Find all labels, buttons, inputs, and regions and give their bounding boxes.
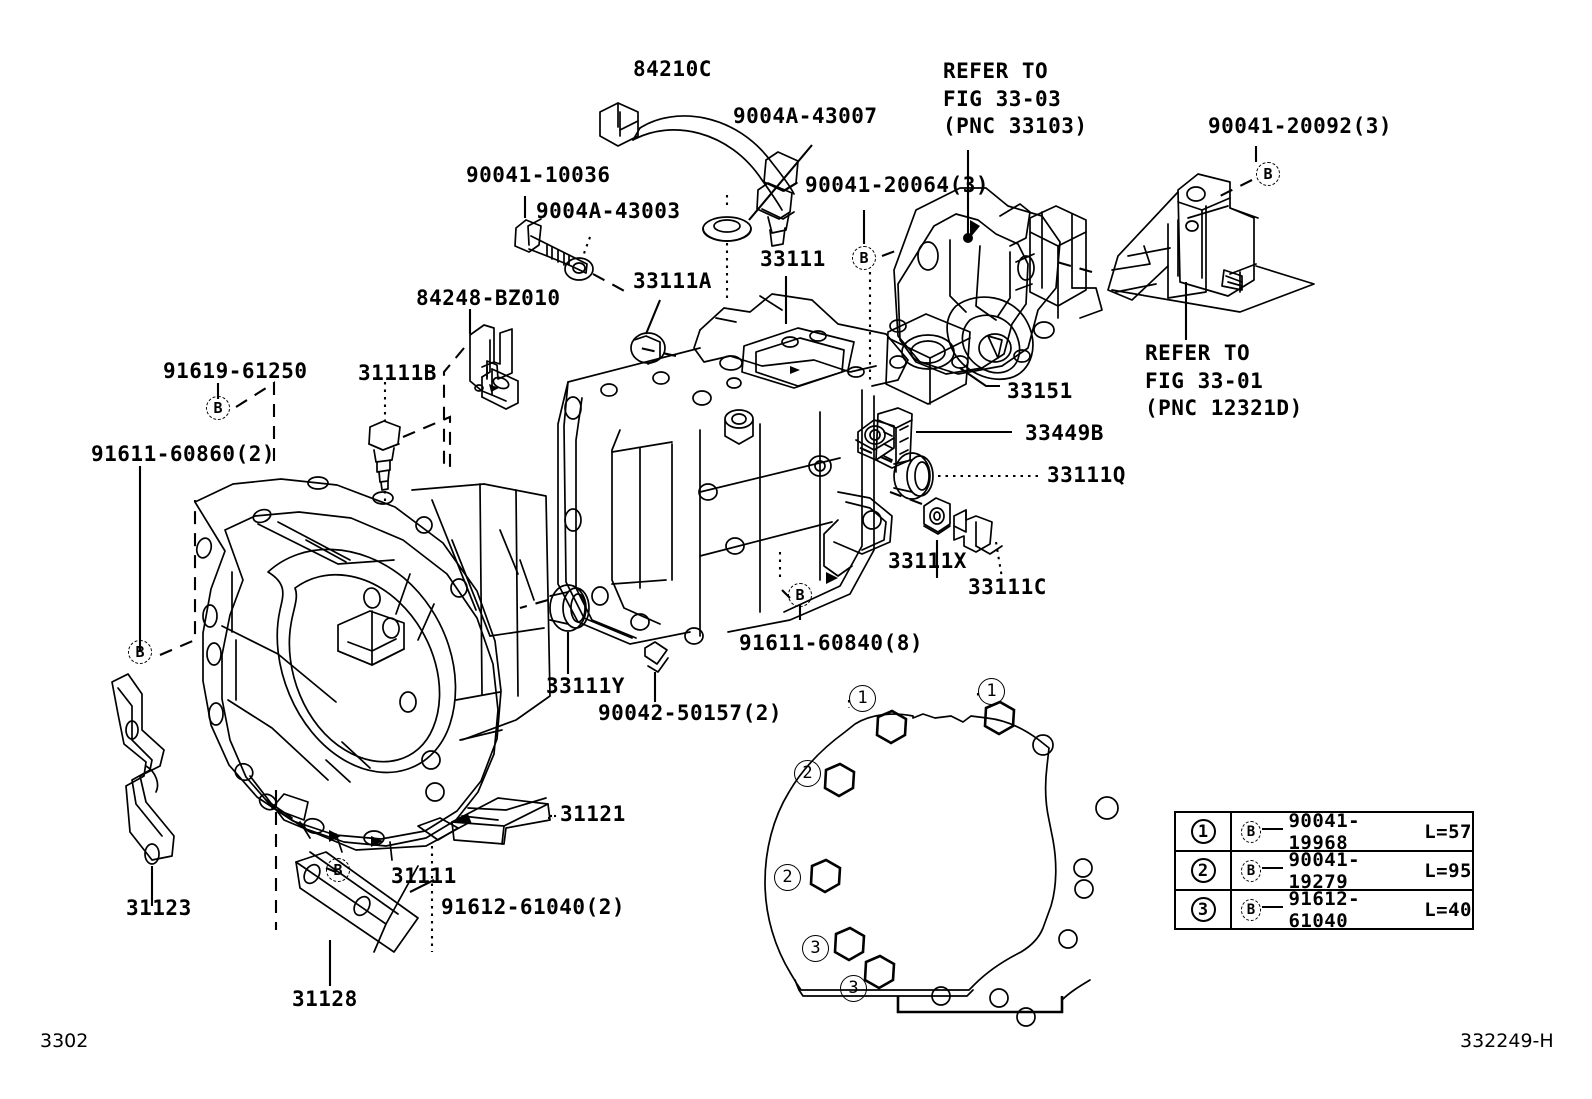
gasket-callout-1b: 1 bbox=[978, 678, 1005, 705]
legend-part-number-3: 91612-61040 bbox=[1288, 887, 1361, 932]
label-33111x: 33111X bbox=[888, 549, 967, 573]
legend-row-body: B 90041-19279 L=95 bbox=[1232, 849, 1472, 893]
gasket-callout-3b: 3 bbox=[840, 975, 867, 1002]
part-90042-50157-pin bbox=[644, 641, 669, 673]
legend-part-number-2: 90041-19279 bbox=[1288, 848, 1361, 893]
legend-b-icon-2: B bbox=[1241, 859, 1261, 882]
label-31111b: 31111B bbox=[358, 361, 437, 385]
label-84248-bz010: 84248-BZ010 bbox=[416, 286, 561, 310]
part-33111c-bolt bbox=[953, 509, 1003, 555]
legend-dash-1 bbox=[1261, 828, 1284, 830]
b-marker-91619-61250: B bbox=[206, 396, 230, 420]
legend-circle-2: 2 bbox=[1190, 858, 1216, 883]
label-31123: 31123 bbox=[126, 896, 192, 920]
legend-row-body: B 91612-61040 L=40 bbox=[1232, 888, 1472, 932]
legend-row: 2 B 90041-19279 L=95 bbox=[1176, 849, 1472, 893]
part-gasket-outline bbox=[764, 700, 1119, 1027]
part-84210c-wire bbox=[599, 102, 795, 211]
label-91611-60840: 91611-60840(8) bbox=[739, 631, 924, 655]
legend-row: 3 B 91612-61040 L=40 bbox=[1176, 888, 1472, 932]
b-marker-90041-20064: B bbox=[852, 246, 876, 270]
part-9004a-43007-washer bbox=[702, 216, 752, 242]
label-91611-60860: 91611-60860(2) bbox=[91, 442, 276, 466]
part-33111x-nut bbox=[923, 497, 951, 535]
legend-length-2: L=95 bbox=[1424, 859, 1472, 882]
label-84210c: 84210C bbox=[633, 57, 712, 81]
part-backup-switch bbox=[756, 151, 799, 247]
label-91612-61040-2: 91612-61040(2) bbox=[441, 895, 626, 919]
legend-dash-3 bbox=[1261, 906, 1284, 908]
part-refer-3301-bracket bbox=[1107, 173, 1315, 313]
label-33111-top: 33111 bbox=[760, 247, 826, 271]
label-33111y: 33111Y bbox=[546, 674, 625, 698]
part-33111-transmission-case bbox=[557, 293, 909, 645]
part-refer-3303-assembly bbox=[893, 187, 1103, 381]
label-33111c: 33111C bbox=[968, 575, 1047, 599]
figure-code-left: 3302 bbox=[40, 1030, 89, 1052]
legend-part-number-1: 90041-19968 bbox=[1288, 809, 1361, 854]
legend-dash-2 bbox=[1261, 867, 1284, 869]
legend-b-icon-1: B bbox=[1241, 820, 1261, 843]
legend-row-number: 2 bbox=[1176, 852, 1232, 889]
b-marker-91611-60840: B bbox=[788, 583, 812, 607]
label-33151: 33151 bbox=[1007, 379, 1073, 403]
part-31123-bracket bbox=[111, 673, 175, 865]
label-9004a-43007: 9004A-43007 bbox=[733, 104, 878, 128]
label-33449b: 33449B bbox=[1025, 421, 1104, 445]
gasket-callout-1a: 1 bbox=[849, 685, 876, 712]
label-31121: 31121 bbox=[560, 802, 626, 826]
part-9004a-43003-washer bbox=[564, 257, 594, 281]
legend-row-number: 1 bbox=[1176, 813, 1232, 850]
part-33111a-plug bbox=[630, 332, 666, 365]
part-31111-clutch-housing bbox=[194, 476, 551, 861]
legend-length-3: L=40 bbox=[1424, 898, 1472, 921]
legend-table: 1 B 90041-19968 L=57 2 B 90041-19279 L=9… bbox=[1174, 810, 1474, 932]
legend-row-body: B 90041-19968 L=57 bbox=[1232, 810, 1472, 854]
label-90041-10036: 90041-10036 bbox=[466, 163, 611, 187]
b-marker-91612-61040: B bbox=[326, 858, 350, 882]
legend-circle-1: 1 bbox=[1190, 819, 1216, 844]
legend-circle-3: 3 bbox=[1190, 897, 1216, 922]
part-31128-plate bbox=[295, 851, 419, 953]
label-31111-mid: 31111 bbox=[391, 864, 457, 888]
b-marker-90041-20092: B bbox=[1256, 162, 1280, 186]
legend-row-number: 3 bbox=[1176, 891, 1232, 928]
part-33111q-seal bbox=[893, 452, 934, 500]
label-90041-20092: 90041-20092(3) bbox=[1208, 114, 1393, 138]
label-refer-fig-33-03: REFER TO FIG 33-03 (PNC 33103) bbox=[943, 59, 1088, 139]
label-9004a-43003: 9004A-43003 bbox=[536, 199, 681, 223]
label-33111a: 33111A bbox=[633, 269, 712, 293]
part-31111b-plug bbox=[368, 420, 401, 491]
legend-row: 1 B 90041-19968 L=57 bbox=[1176, 810, 1472, 854]
figure-code-right: 332249-H bbox=[1460, 1030, 1554, 1052]
part-90041-10036-bolt bbox=[514, 218, 588, 274]
gasket-callout-2a: 2 bbox=[794, 760, 821, 787]
gasket-callout-2b: 2 bbox=[774, 864, 801, 891]
label-refer-fig-33-01: REFER TO FIG 33-01 (PNC 12321D) bbox=[1145, 341, 1303, 421]
label-31128: 31128 bbox=[292, 987, 358, 1011]
legend-b-icon-3: B bbox=[1241, 898, 1261, 921]
b-marker-91611-60860: B bbox=[128, 640, 152, 664]
part-84248-bz010-bracket bbox=[469, 324, 519, 410]
label-33111q: 33111Q bbox=[1047, 463, 1126, 487]
gasket-callout-3a: 3 bbox=[802, 935, 829, 962]
label-90042-50157: 90042-50157(2) bbox=[598, 701, 783, 725]
label-90041-20064: 90041-20064(3) bbox=[805, 173, 990, 197]
part-31121-wedge bbox=[451, 797, 551, 845]
label-91619-61250: 91619-61250 bbox=[163, 359, 308, 383]
legend-length-1: L=57 bbox=[1424, 820, 1472, 843]
